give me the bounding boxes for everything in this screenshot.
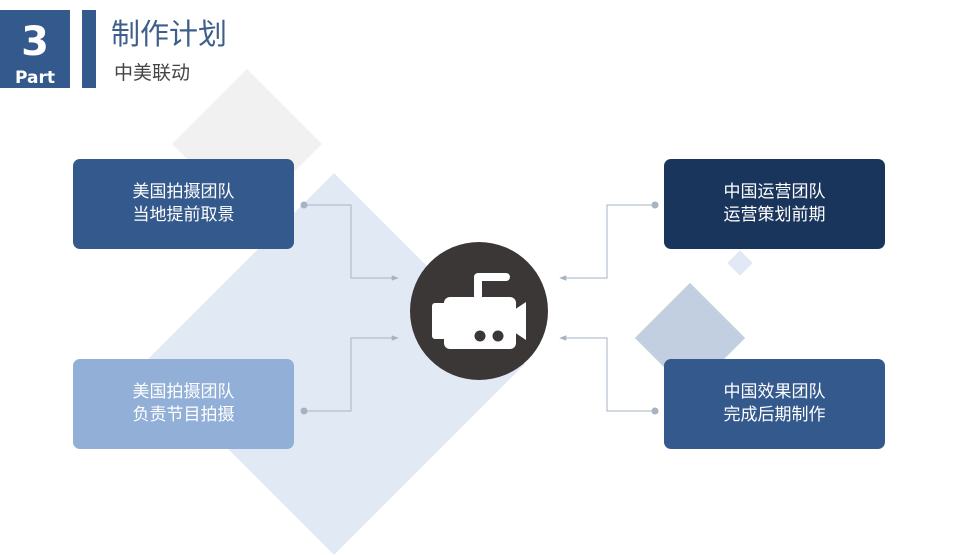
connector-dot (300, 201, 308, 209)
page-title: 制作计划 (111, 17, 228, 51)
part-number: 3 (21, 19, 49, 65)
page-subtitle: 中美联动 (114, 62, 191, 84)
video-camera-icon (432, 273, 526, 349)
team-name: 中国效果团队 (723, 382, 826, 402)
title-accent-bar (82, 10, 96, 88)
connector-lines (300, 201, 659, 415)
part-label: Part (15, 68, 55, 88)
connector-bottom-right (559, 335, 655, 412)
connector-dot (651, 201, 659, 209)
team-box-us-scouting: 美国拍摄团队 当地提前取景 (73, 159, 294, 249)
team-name: 中国运营团队 (723, 182, 826, 202)
team-task: 完成后期制作 (723, 405, 826, 425)
team-task: 负责节目拍摄 (132, 405, 235, 425)
center-circle (410, 242, 548, 380)
team-box-cn-operations: 中国运营团队 运营策划前期 (664, 159, 885, 249)
connector-bottom-left (304, 335, 399, 412)
part-badge: 3 Part (0, 10, 70, 88)
connector-top-left (304, 204, 399, 281)
team-box-us-filming: 美国拍摄团队 负责节目拍摄 (73, 359, 294, 449)
team-task: 运营策划前期 (723, 205, 826, 225)
team-name: 美国拍摄团队 (132, 182, 235, 202)
connector-dot (651, 407, 659, 415)
team-box-cn-post-production: 中国效果团队 完成后期制作 (664, 359, 885, 449)
connector-top-right (559, 204, 655, 281)
team-name: 美国拍摄团队 (132, 382, 235, 402)
connector-dot (300, 407, 308, 415)
team-task: 当地提前取景 (132, 205, 235, 225)
